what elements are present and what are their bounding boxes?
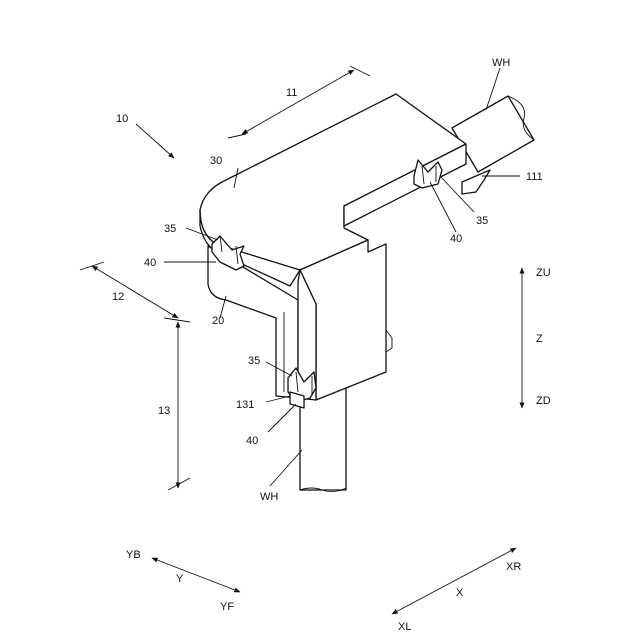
label-111: 111 [526, 171, 543, 183]
label-11: 11 [286, 87, 297, 99]
label-axis-x: X [456, 587, 464, 599]
wire-harness-lower [300, 386, 346, 492]
label-wh-top: WH [492, 57, 510, 69]
dimension-12 [80, 262, 190, 322]
label-13: 13 [158, 405, 170, 417]
label-40-bottom: 40 [246, 435, 258, 447]
label-12: 12 [112, 291, 124, 303]
label-axis-yb: YB [126, 549, 141, 561]
label-131: 131 [236, 399, 254, 411]
label-axis-xr: XR [506, 561, 521, 573]
label-axis-z: Z [536, 333, 543, 345]
label-axis-zd: ZD [536, 395, 551, 407]
label-35-bottom: 35 [248, 355, 260, 367]
label-wh-bottom: WH [260, 491, 278, 503]
label-20: 20 [212, 315, 224, 327]
label-35-right: 35 [476, 215, 488, 227]
label-axis-zu: ZU [536, 267, 551, 279]
axis-x [392, 548, 516, 614]
axis-y [152, 558, 240, 592]
label-axis-xl: XL [398, 621, 411, 633]
dimension-13 [168, 322, 190, 490]
pointer-10 [136, 124, 174, 158]
label-axis-yf: YF [220, 601, 234, 613]
flange-111 [462, 170, 490, 194]
label-40-right: 40 [450, 233, 462, 245]
label-10: 10 [116, 113, 128, 125]
label-30: 30 [210, 155, 222, 167]
label-axis-y: Y [176, 573, 184, 585]
label-35-left: 35 [164, 223, 176, 235]
label-40-left: 40 [144, 257, 156, 269]
